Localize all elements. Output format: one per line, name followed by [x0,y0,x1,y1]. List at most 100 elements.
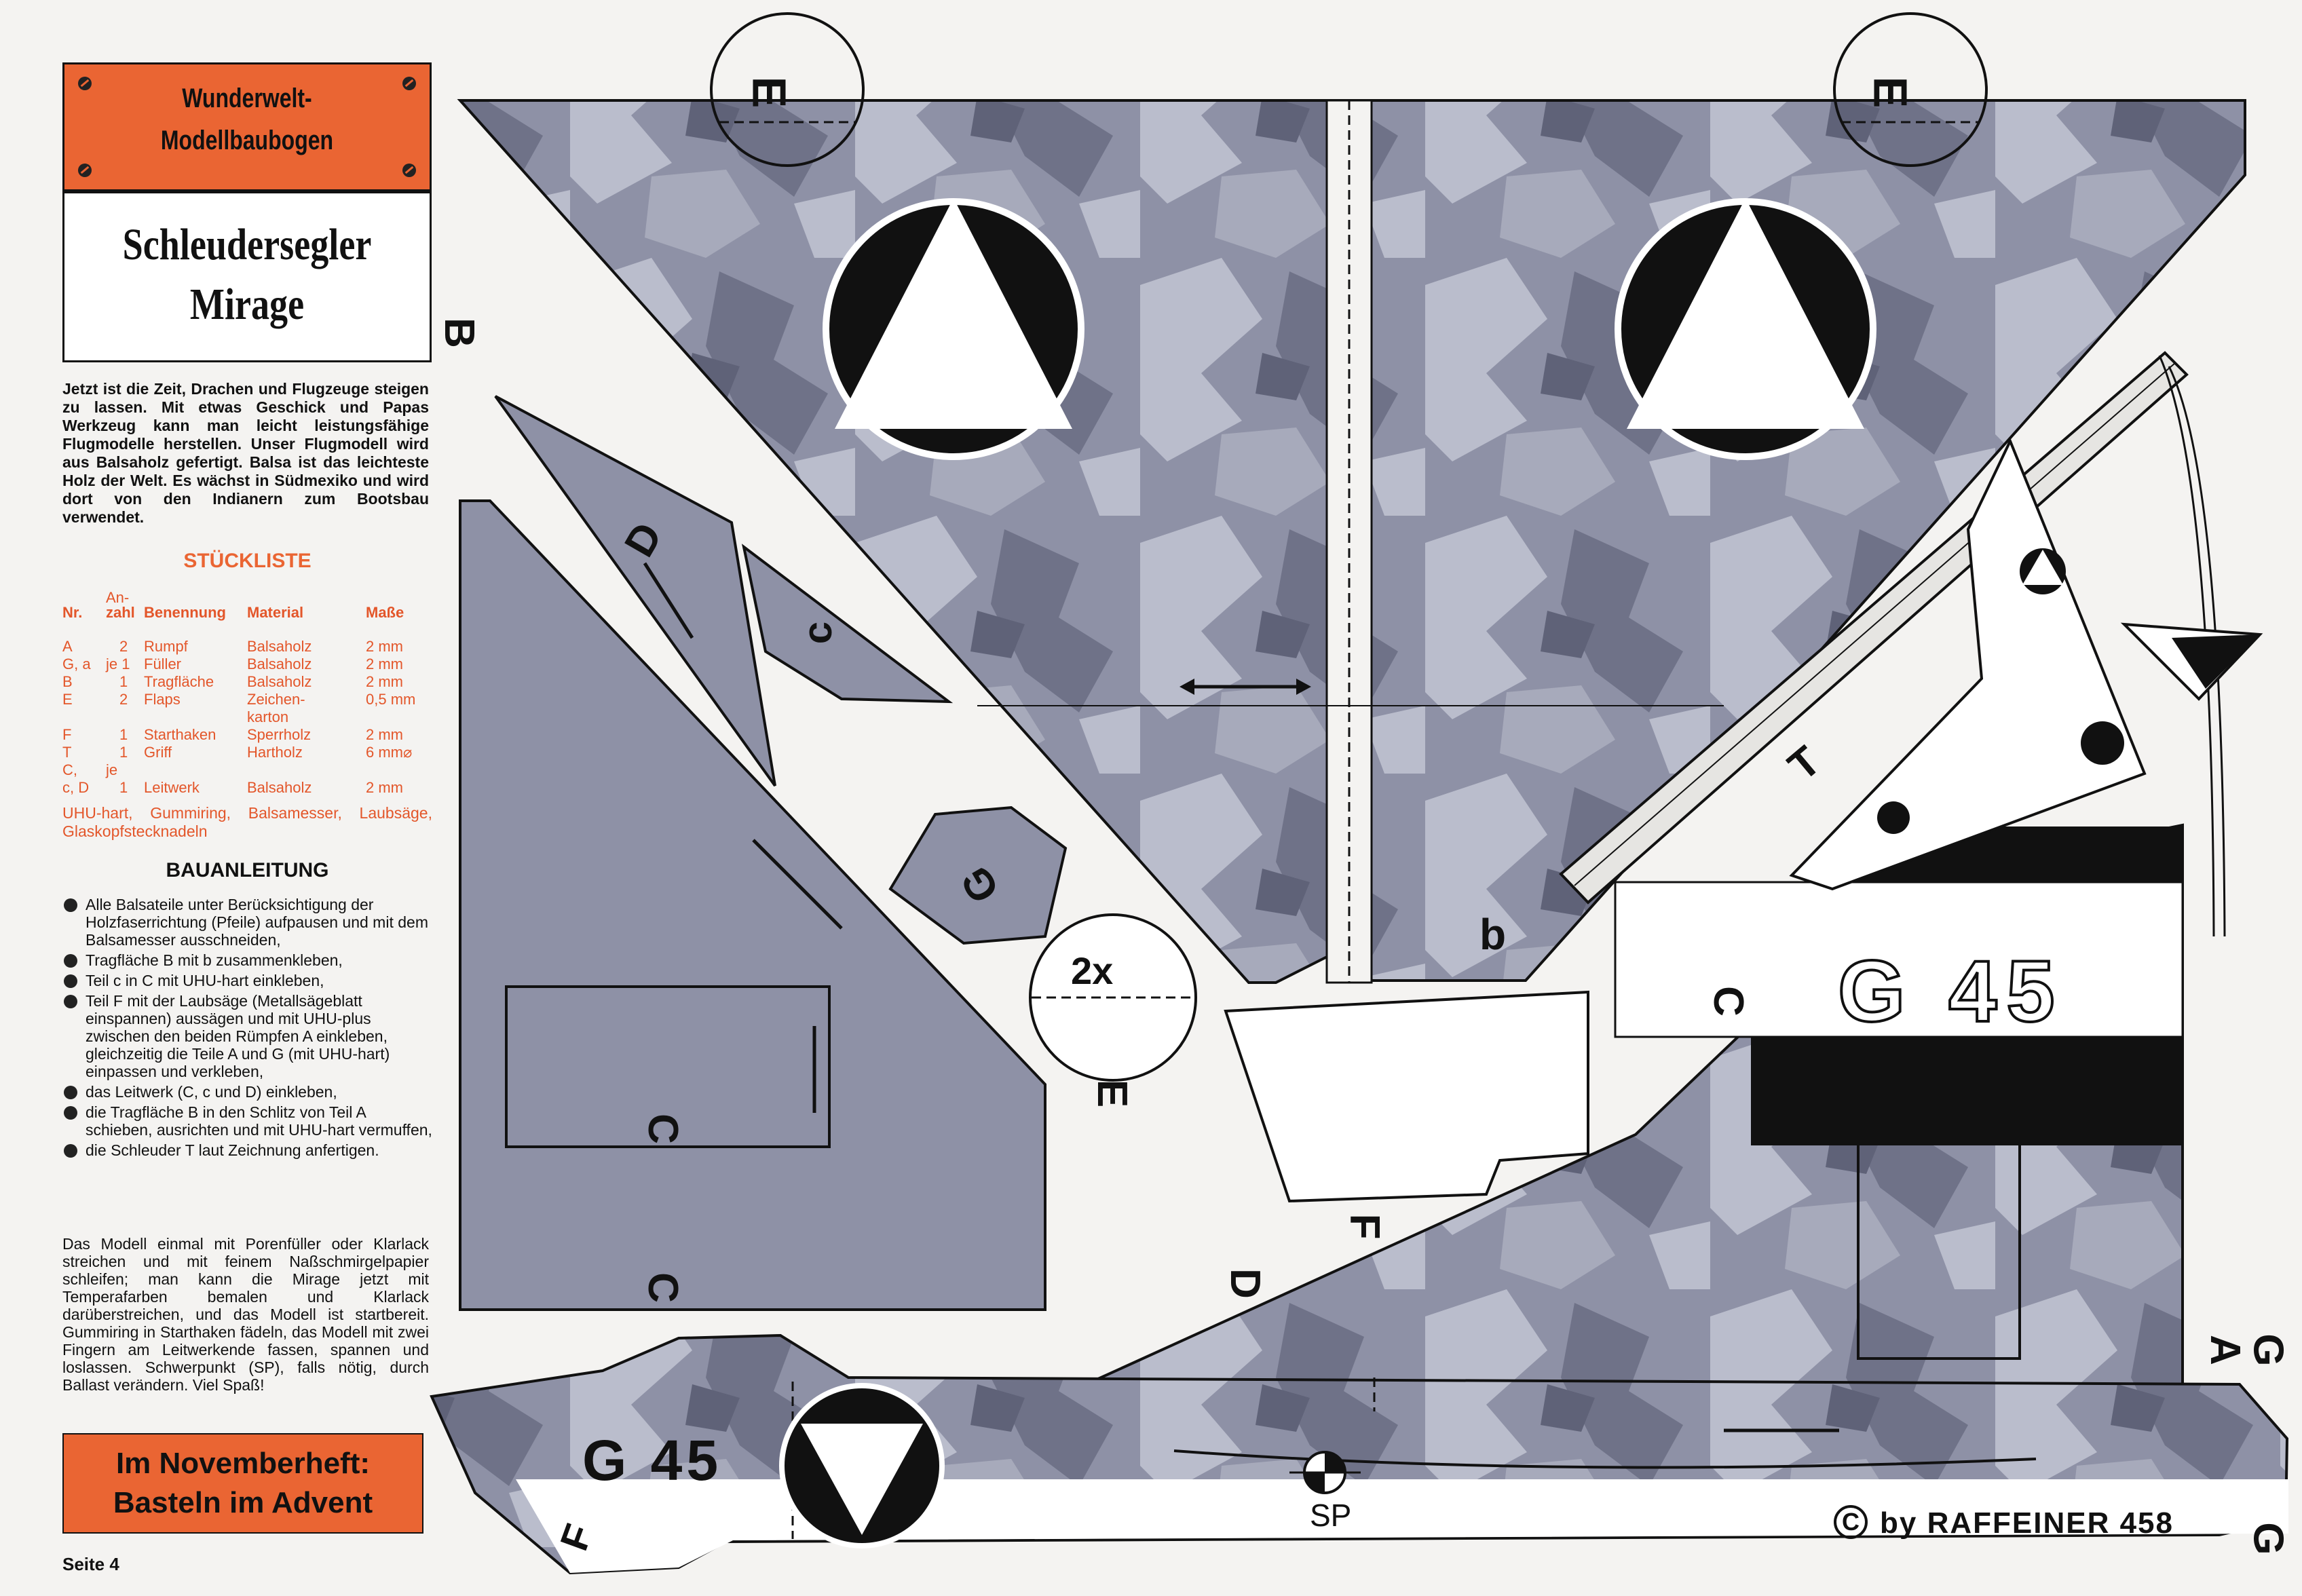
label-f: F [1341,1213,1389,1240]
parts-cell-nr: B [62,673,73,690]
header-benennung: Benennung [144,604,226,621]
parts-cell-masse: 2 mm [366,726,403,743]
parts-row: T 1 Griff Hartholz 6 mm⌀ [62,744,432,761]
header-an: An- [106,589,130,606]
label-e-top-left: E [742,76,796,109]
instruction-step: Alle Balsateile unter Berücksichtigung d… [62,896,432,949]
parts-cell-masse: 0,5 mm [366,691,416,708]
cg-marker-icon [1289,1451,1361,1494]
header-nr: Nr. [62,604,83,621]
parts-cell-material: Sperrholz [247,726,312,743]
parts-cell-benennung: Leitwerk [144,779,200,796]
stripe-bottom [1751,1037,2183,1145]
screw-icon [78,164,92,177]
label-c-box: C [639,1114,686,1144]
parts-cell-anzahl: 1 [119,744,128,761]
parts-cell-nr: T [62,744,72,761]
label-c-bottom: C [639,1272,686,1303]
parts-cell-anzahl: je [106,761,118,778]
next-issue-line-1: Im Novemberheft: [115,1447,371,1480]
fin-c-part [741,544,954,704]
header-masse: Maße [366,604,404,621]
parts-cell-nr: A [62,638,73,655]
page-number: Seite 4 [62,1554,119,1574]
parts-cell-benennung: Starthaken [144,726,216,743]
parts-cell-benennung: Flaps [144,691,181,708]
label-sp: SP [1310,1498,1352,1533]
label-a: A [2201,1335,2248,1365]
parts-cell-anzahl: je 1 [106,656,130,672]
copyright-text: by RAFFEINER 458 [1880,1506,2174,1540]
parts-cell-nr: G, a [62,656,91,672]
parts-cell-nr: E [62,691,73,708]
parts-cell-masse: 2 mm [366,779,403,796]
label-b-small: b [1479,910,1507,959]
parts-row: B 1 Tragfläche Balsaholz 2 mm [62,673,432,691]
parts-cell-material: Balsaholz [247,673,312,690]
parts-cell-masse: 6 mm⌀ [366,744,413,761]
header-banner: Wunderwelt- Modellbaubogen [62,62,432,191]
header-material: Material [247,604,304,621]
screw-icon [402,77,416,90]
roundel-fuselage [779,1383,945,1548]
flap-e-outline [1833,12,1988,167]
closing-text: Das Modell einmal mit Porenfüller oder K… [62,1235,429,1394]
parts-cell-material: Balsaholz [247,638,312,655]
parts-cell-masse: 2 mm [366,656,403,672]
parts-cell-material: Hartholz [247,744,303,761]
header-anzahl: zahl [106,604,135,621]
parts-cell-material: karton [247,708,289,725]
page-title: Schleudersegler [122,220,372,269]
page-subtitle: Mirage [189,280,305,329]
instruction-step: das Leitwerk (C, c und D) einkleben, [62,1083,432,1101]
next-issue-line-2: Basteln im Advent [113,1486,373,1519]
parts-cell-material: Balsaholz [247,656,312,672]
parts-cell-material: Zeichen- [247,691,305,708]
label-e-2x: E [1089,1079,1136,1108]
parts-cell-anzahl: 1 [119,779,128,796]
rudder-d-part [494,395,776,787]
parts-cell-anzahl: 2 [119,691,128,708]
parts-cell-anzahl: 2 [119,638,128,655]
label-e-top-right: E [1864,76,1917,109]
parts-row: E 2 Flaps Zeichen- 0,5 mm [62,691,432,708]
parts-cell-anzahl: 1 [119,726,128,743]
label-2x: 2x [1071,949,1114,992]
parts-row: C,je [62,761,432,779]
roundel-left [823,198,1084,460]
label-g-right: G [2244,1333,2292,1367]
label-b: B [435,318,483,348]
instruction-step: die Tragfläche B in den Schlitz von Teil… [62,1103,432,1139]
parts-cell-anzahl: 1 [119,673,128,690]
steps-list: Alle Balsateile unter Berücksichtigung d… [62,896,432,1162]
title-box: Schleudersegler Mirage [62,191,432,362]
steps-heading: BAUANLEITUNG [166,859,329,881]
code-g45-fuselage: G 45 [582,1428,723,1492]
label-c-small: c [795,621,841,645]
parts-row: F 1 Starthaken Sperrholz 2 mm [62,726,432,744]
parts-cell-benennung: Tragfläche [144,673,214,690]
label-g-bottom: G [2244,1522,2292,1555]
parts-cell-nr: F [62,726,72,743]
copyright-icon: C [1834,1505,1868,1539]
parts-cell-benennung: Griff [144,744,172,761]
screw-icon [78,77,92,90]
filler-g-part [888,805,1068,945]
banner-line-1: Wunderwelt- [182,83,312,113]
intro-text: Jetzt ist die Zeit, Drachen und Flugzeug… [62,380,429,526]
parts-cell-masse: 2 mm [366,673,403,690]
parts-extra: UHU-hart, Gummiring, Balsamesser, Laubsä… [62,804,432,840]
flap-e-outline [710,12,865,167]
instruction-step: die Schleuder T laut Zeichnung anfertige… [62,1141,432,1159]
hook-f-part [1224,990,1589,1203]
label-d: D [1221,1268,1268,1299]
parts-row: karton [62,708,432,726]
screw-icon [402,164,416,177]
code-panel [1614,881,2184,1038]
instruction-step: Tragfläche B mit b zusammenkleben, [62,951,432,969]
parts-cell-masse: 2 mm [366,638,403,655]
